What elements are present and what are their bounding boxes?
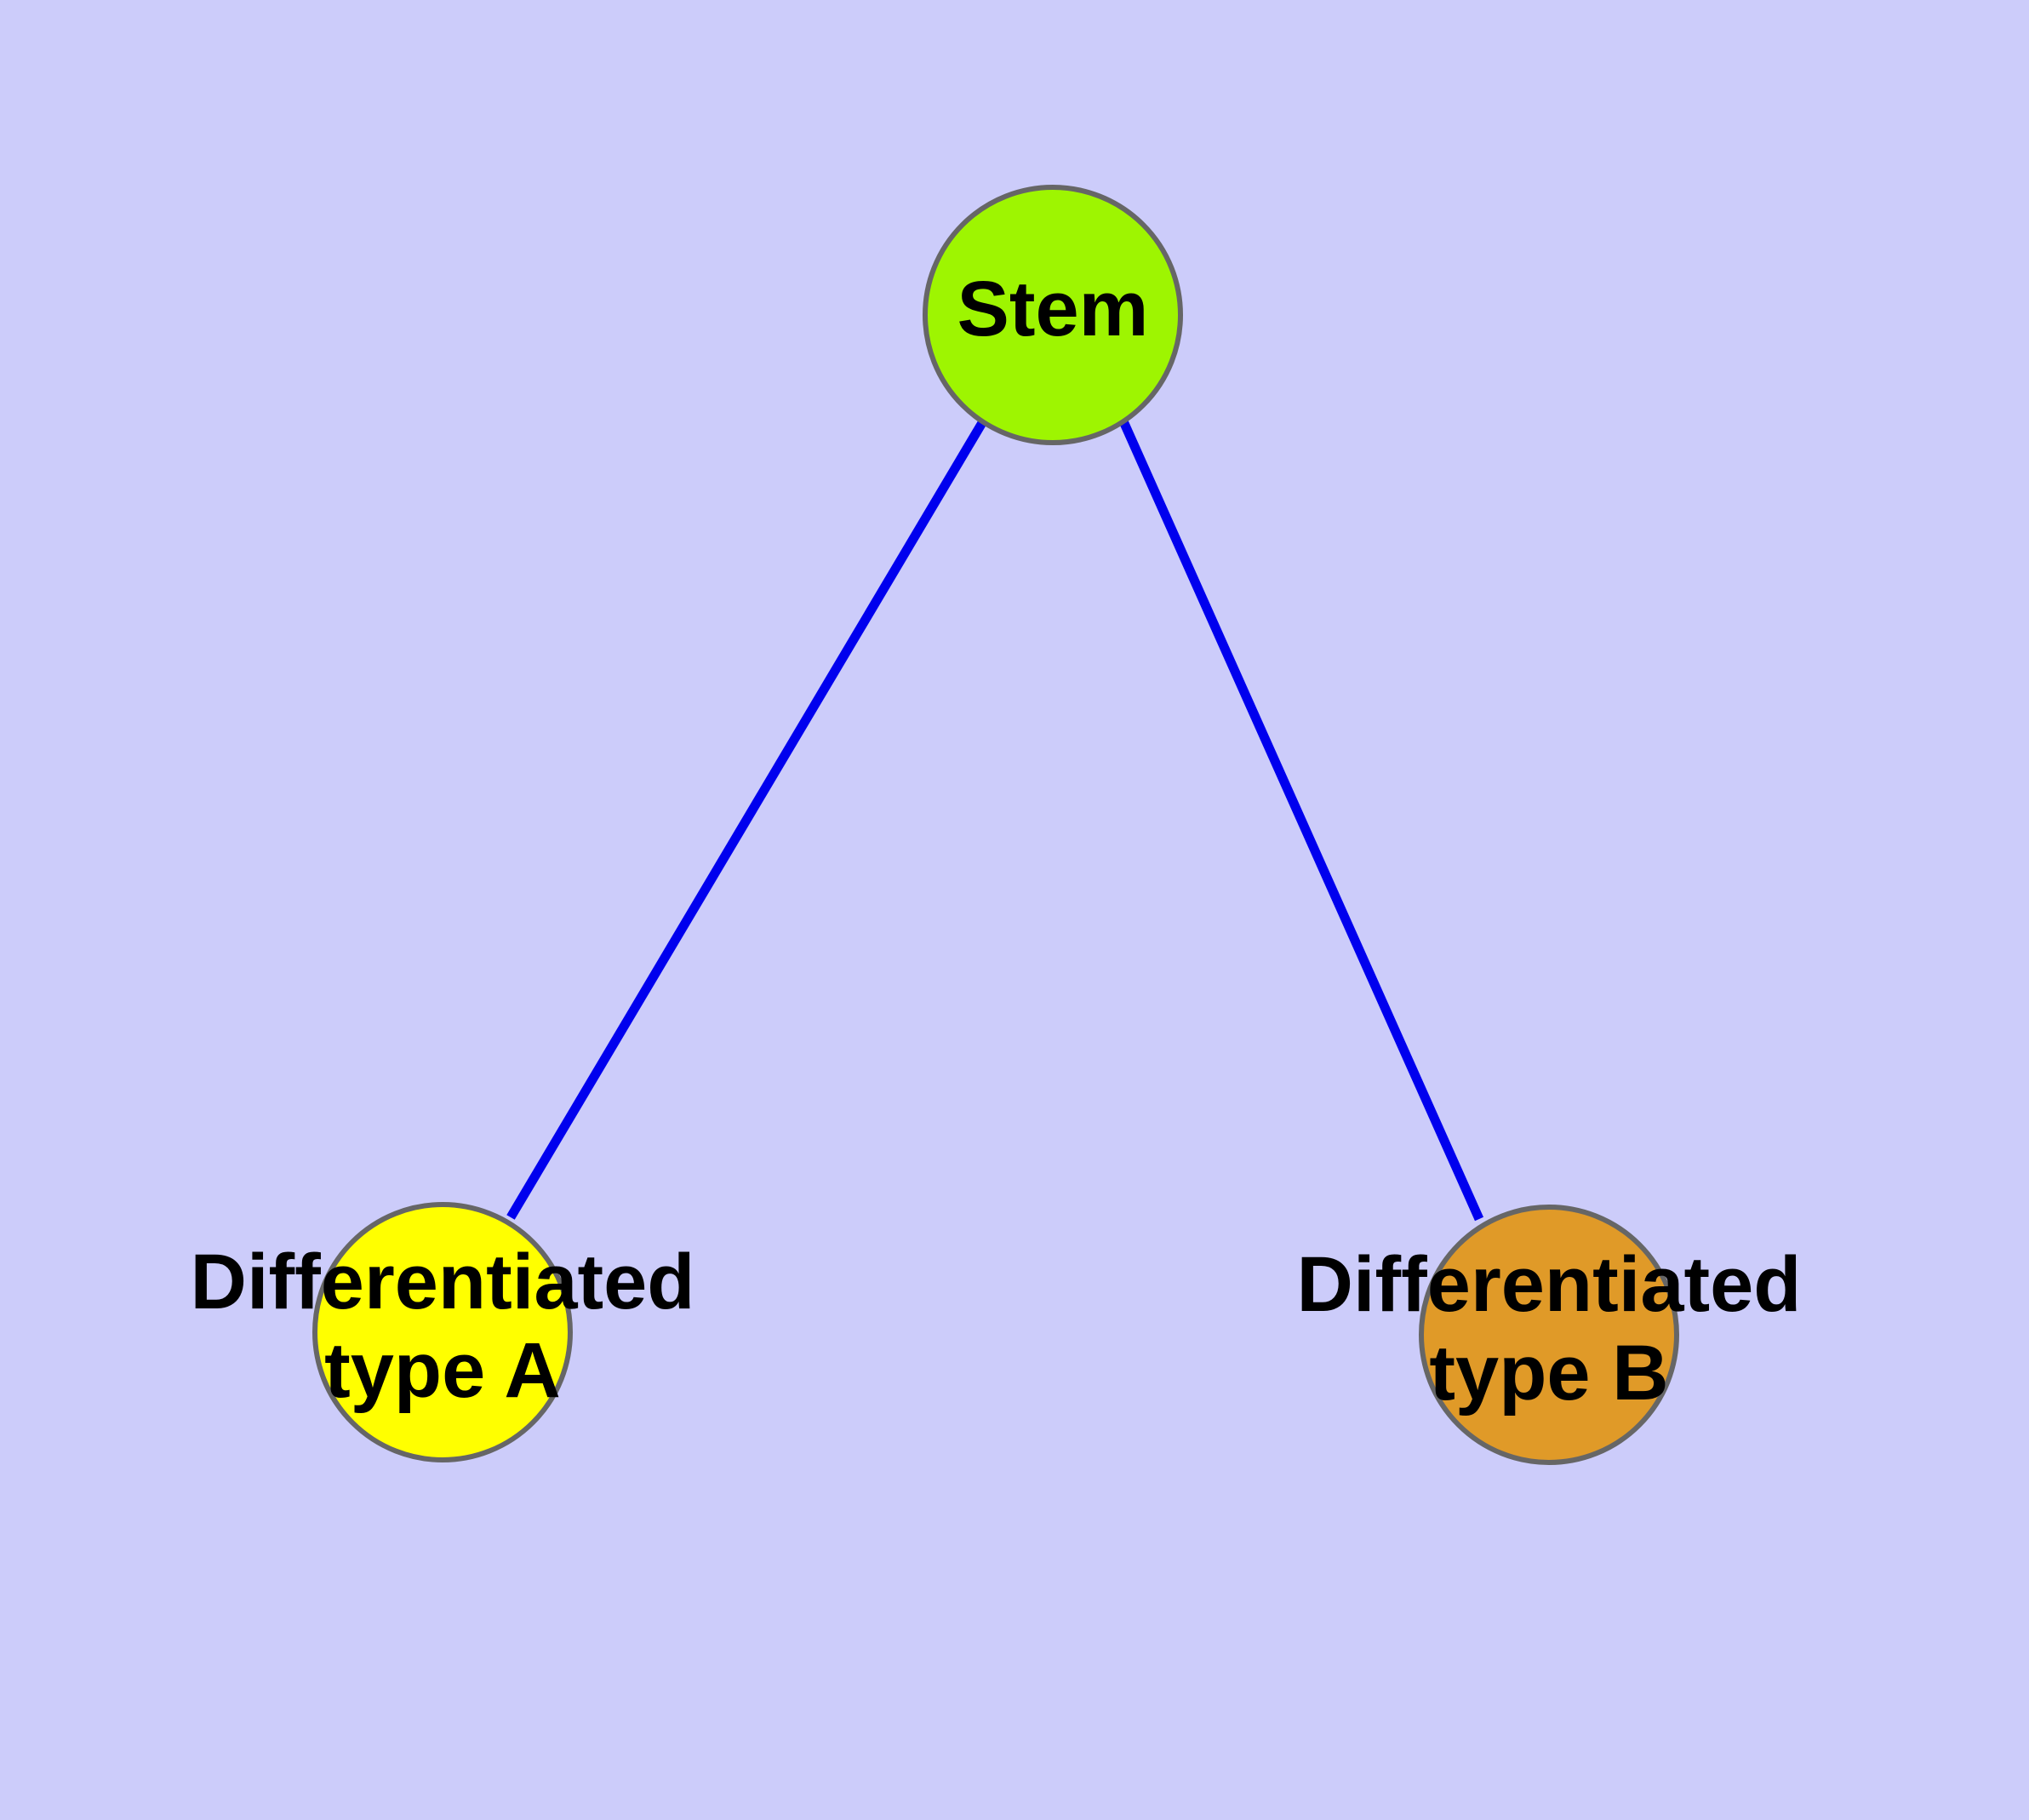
node-label-line: Differentiated: [1297, 1241, 1802, 1328]
edge-stem-to-diff_b: [1118, 419, 1484, 1222]
node-circle-diff_a[interactable]: [312, 1202, 573, 1462]
node-circle-stem[interactable]: [923, 185, 1183, 445]
node-circle-diff_b[interactable]: [1419, 1205, 1679, 1465]
node-label-line: Stem: [957, 266, 1149, 352]
node-label-line: type B: [1429, 1330, 1668, 1417]
node-label-stem: Stem: [957, 266, 1149, 352]
edge-stem-to-diff_a: [506, 419, 987, 1220]
node-label-line: Differentiated: [191, 1239, 695, 1325]
edges-layer: [506, 419, 1484, 1222]
nodes-layer: [312, 185, 1679, 1465]
node-label-line: type A: [324, 1327, 561, 1414]
